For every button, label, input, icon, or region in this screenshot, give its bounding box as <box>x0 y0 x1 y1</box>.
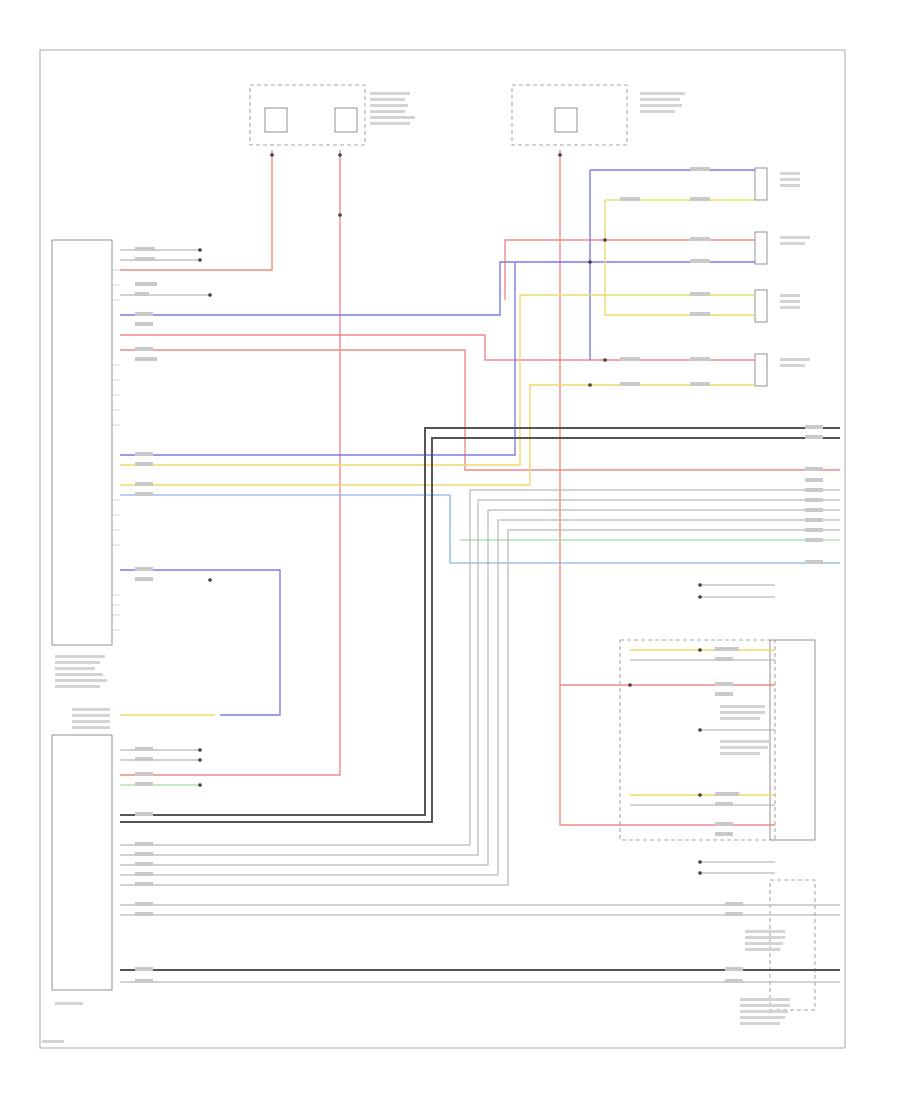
splice-points <box>198 153 702 875</box>
module-pin-stubs <box>112 269 120 631</box>
wire-group-blue <box>120 169 755 716</box>
wire-group-yellow <box>120 199 775 796</box>
speaker-left-tweeter <box>754 167 768 201</box>
diagram-frame <box>39 49 846 1049</box>
wire-group-darkgray <box>120 427 840 971</box>
speaker-right-front <box>754 353 768 387</box>
ground-bracket <box>619 639 776 841</box>
fuse-block-left <box>249 84 366 146</box>
speaker-left-front <box>754 231 768 265</box>
wire-group-lightblue <box>120 494 840 564</box>
wire-group-green <box>120 539 840 786</box>
component-label-blocks <box>42 92 810 1043</box>
wire-label-marks <box>135 167 823 983</box>
wire-group-red <box>120 150 840 826</box>
wire-group-gray <box>120 249 840 983</box>
control-module-upper <box>51 239 113 646</box>
connector-block-upper <box>769 639 816 841</box>
connector-block-lower <box>769 879 816 1011</box>
control-module-lower <box>51 734 113 991</box>
speaker-right-tweeter <box>754 289 768 323</box>
fuse-block-right <box>511 84 628 146</box>
